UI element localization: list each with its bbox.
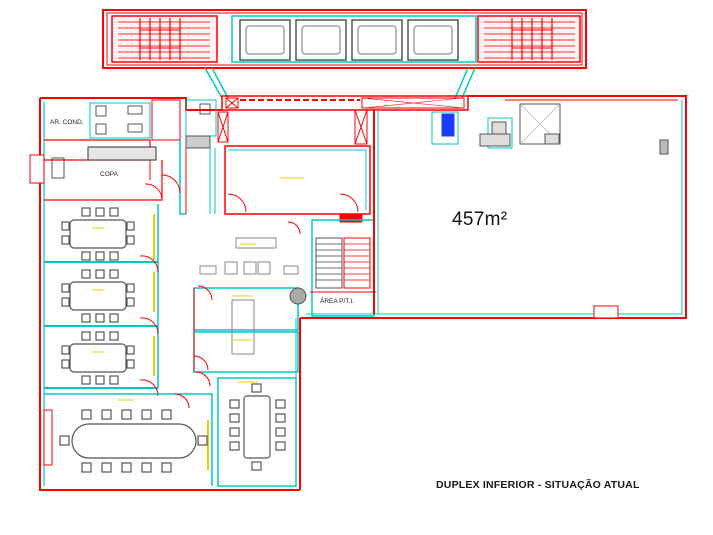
middle-rooms <box>161 109 371 387</box>
building-core <box>102 9 587 99</box>
room-tags <box>92 177 304 401</box>
left-wing <box>29 99 297 491</box>
open-area <box>373 103 669 319</box>
label-copa: COPA <box>100 171 119 178</box>
meeting-room-2-furniture <box>61 269 135 323</box>
label-area-pti: ÁREA P/T.I. <box>320 296 354 305</box>
meeting-room-1-furniture <box>61 207 135 261</box>
boardroom-furniture <box>59 409 208 473</box>
meeting-room-3-furniture <box>61 331 135 385</box>
stair-right <box>477 15 581 63</box>
side-meeting-furniture <box>229 383 286 471</box>
area-label: 457m² <box>452 209 508 230</box>
label-ar-cond: AR. COND. <box>50 119 84 126</box>
elevators <box>231 15 477 63</box>
lobby-strip <box>221 95 469 111</box>
stair-left <box>111 15 218 63</box>
drawing-caption: DUPLEX INFERIOR - SITUAÇÃO ATUAL <box>436 479 640 491</box>
